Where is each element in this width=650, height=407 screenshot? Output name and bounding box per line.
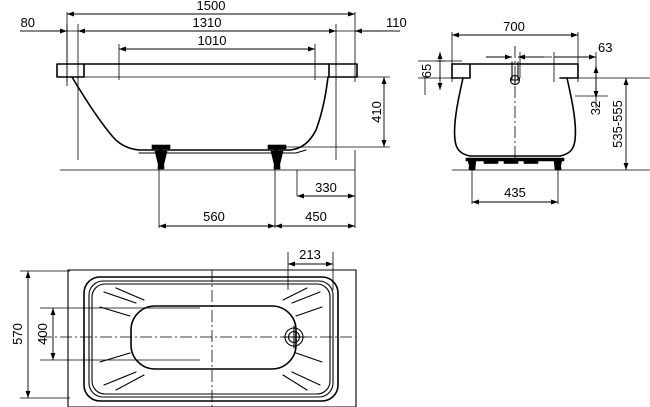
dimension-330-label: 330 xyxy=(315,180,337,195)
dimension-1010: 1010 xyxy=(119,33,315,52)
support-frame xyxy=(465,157,565,171)
dimension-213: 213 xyxy=(288,247,333,267)
dimension-65-label: 65 xyxy=(419,64,434,78)
plan-bowl-edge xyxy=(91,283,331,395)
dimension-535-555-label: 535-555 xyxy=(610,100,625,148)
dimension-560: 560 xyxy=(159,209,275,229)
tub-elevation-outline xyxy=(56,63,358,154)
drain-plan xyxy=(282,325,306,349)
dimension-435: 435 xyxy=(472,185,558,205)
dimension-535-555: 535-555 xyxy=(610,78,629,170)
antislip-pattern-left xyxy=(99,287,145,391)
dimension-1010-label: 1010 xyxy=(198,33,227,48)
dimension-410-label: 410 xyxy=(369,101,384,123)
plan-bottom-flat xyxy=(130,305,297,370)
front-elevation-view: 1500 1310 80 110 1010 410 xyxy=(20,0,407,229)
dimension-400: 400 xyxy=(35,308,56,360)
dimension-32-label: 32 xyxy=(588,101,603,115)
dimension-450: 450 xyxy=(275,209,355,229)
tub-leg-left xyxy=(151,144,171,170)
dimension-65: 65 xyxy=(419,52,443,90)
dimension-63: 63 xyxy=(486,40,612,60)
dimension-110-label: 110 xyxy=(386,15,407,30)
plan-rim-outer xyxy=(83,276,339,402)
plan-rim-inner xyxy=(88,280,334,398)
dimension-80: 80 xyxy=(21,15,67,34)
side-section-view: 700 63 65 32 535-555 435 xyxy=(418,19,650,205)
dimension-435-label: 435 xyxy=(504,185,526,200)
dimension-1310: 1310 xyxy=(78,15,336,34)
dimension-700-label: 700 xyxy=(503,19,525,34)
dimension-330: 330 xyxy=(297,180,355,199)
dimension-32: 32 xyxy=(588,66,603,115)
dimension-450-label: 450 xyxy=(305,209,327,224)
plan-extension-lines xyxy=(20,252,334,399)
dimension-63-label: 63 xyxy=(598,40,612,55)
dimension-400-label: 400 xyxy=(35,323,50,345)
tub-leg-right xyxy=(267,144,287,170)
dimension-213-label: 213 xyxy=(299,247,321,262)
dimension-1500: 1500 xyxy=(67,0,355,17)
dimension-410: 410 xyxy=(369,77,387,147)
dimension-1310-label: 1310 xyxy=(193,15,222,30)
dimension-570-label: 570 xyxy=(10,323,25,345)
dimension-560-label: 560 xyxy=(203,209,225,224)
dimension-80-label: 80 xyxy=(21,15,35,30)
plan-view: 570 400 213 xyxy=(10,247,357,407)
antislip-pattern-right xyxy=(282,287,323,391)
dimension-110: 110 xyxy=(355,15,407,34)
dimension-570: 570 xyxy=(10,271,31,398)
dimension-1500-label: 1500 xyxy=(197,0,226,13)
dimension-700: 700 xyxy=(452,19,578,38)
